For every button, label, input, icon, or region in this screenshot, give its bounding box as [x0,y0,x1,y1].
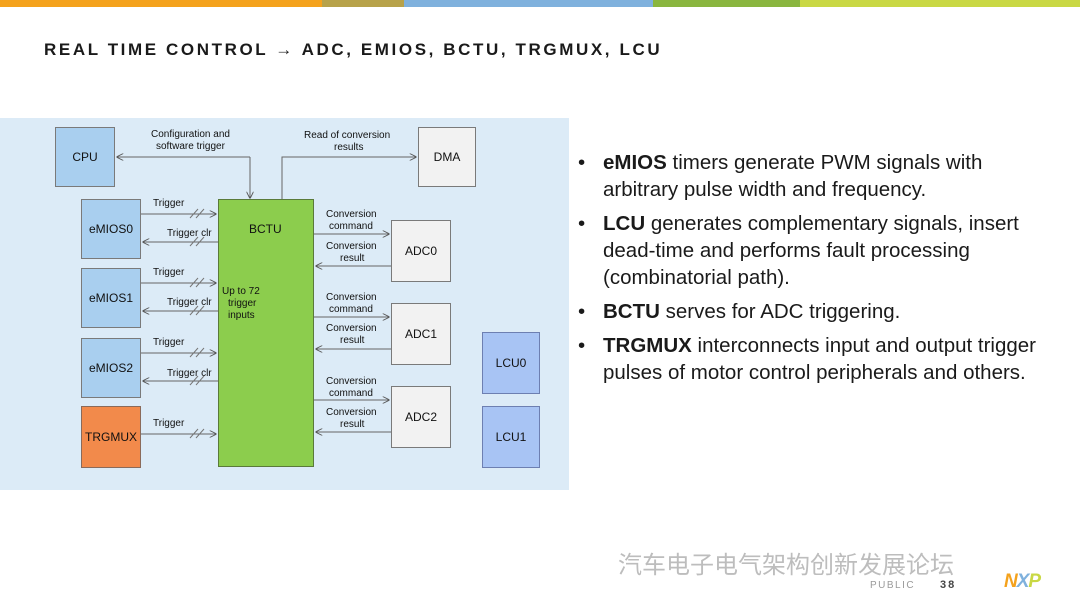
bctu-label: BCTU [249,222,282,236]
bctu-block: BCTU Up to 72 trigger inputs [218,199,314,467]
emios1-block: eMIOS1 [81,268,141,328]
bullet-item: • TRGMUX interconnects input and output … [578,332,1048,386]
emios1-trigger-label: Trigger [153,267,185,278]
classification-label: PUBLIC [870,580,916,591]
dma-block: DMA [418,127,476,187]
bullet-keyword: eMIOS [603,151,667,174]
watermark-text: 汽车电子电气架构创新发展论坛 [618,551,954,579]
read-label-line1: Read of conversion [304,130,391,141]
read-label-line2: results [334,142,364,153]
bullet-text: interconnects input and output trigger p… [603,334,1036,384]
config-label-line1: Configuration and [151,129,230,140]
lcu1-block: LCU1 [482,406,540,468]
adc1-result-label-line2: result [340,335,365,346]
color-bar-segment [800,0,1080,7]
adc2-result-label-line2: result [340,419,365,430]
color-bar-segment [653,0,800,7]
bullet-item: • BCTU serves for ADC triggering. [578,298,1048,325]
top-color-bar [0,0,1080,7]
nxp-logo: NXP [1004,571,1041,592]
adc0-block: ADC0 [391,220,451,282]
adc2-result-label-line1: Conversion [326,407,377,418]
bullet-dot: • [578,334,586,357]
adc1-block: ADC1 [391,303,451,365]
adc1-command-label-line2: command [329,304,373,315]
bullet-keyword: TRGMUX [603,334,692,357]
adc1-result-label-line1: Conversion [326,323,377,334]
adc0-command-label-line1: Conversion [326,209,377,220]
emios0-block: eMIOS0 [81,199,141,259]
emios0-trigger-clr-label: Trigger clr [167,228,212,239]
bullet-dot: • [578,212,586,235]
color-bar-segment [404,0,653,7]
cpu-block: CPU [55,127,115,187]
config-label-line2: software trigger [156,141,225,152]
trgmux-trigger-label: Trigger [153,418,185,429]
adc0-command-label-line2: command [329,221,373,232]
bullet-text: timers generate PWM signals with arbitra… [603,151,983,201]
adc2-block: ADC2 [391,386,451,448]
emios2-trigger-label: Trigger [153,337,185,348]
bullet-dot: • [578,300,586,323]
emios2-trigger-clr-label: Trigger clr [167,368,212,379]
adc1-command-label-line1: Conversion [326,292,377,303]
bctu-inputs-label-line1: Up to 72 [222,286,260,297]
page-number: 38 [940,579,957,591]
color-bar-segment [322,0,404,7]
bullet-item: • eMIOS timers generate PWM signals with… [578,149,1048,203]
bctu-inputs-label-line2: trigger [228,298,257,309]
bullet-dot: • [578,151,586,174]
adc2-command-label-line2: command [329,388,373,399]
color-bar-segment [0,0,322,7]
bullet-list: • eMIOS timers generate PWM signals with… [578,149,1048,393]
lcu0-block: LCU0 [482,332,540,394]
bctu-inputs-label-line3: inputs [228,310,255,321]
adc2-command-label-line1: Conversion [326,376,377,387]
trgmux-block: TRGMUX [81,406,141,468]
emios0-trigger-label: Trigger [153,198,185,209]
bullet-text: serves for ADC triggering. [659,300,901,323]
adc0-result-label-line1: Conversion [326,241,377,252]
bullet-text: generates complementary signals, insert … [603,212,1019,289]
emios1-trigger-clr-label: Trigger clr [167,297,212,308]
bullet-keyword: BCTU [603,300,660,323]
bullet-item: • LCU generates complementary signals, i… [578,210,1048,291]
adc0-result-label-line2: result [340,253,365,264]
bullet-keyword: LCU [603,212,646,235]
page-title: REAL TIME CONTROL → ADC, EMIOS, BCTU, TR… [44,40,663,59]
emios2-block: eMIOS2 [81,338,141,398]
